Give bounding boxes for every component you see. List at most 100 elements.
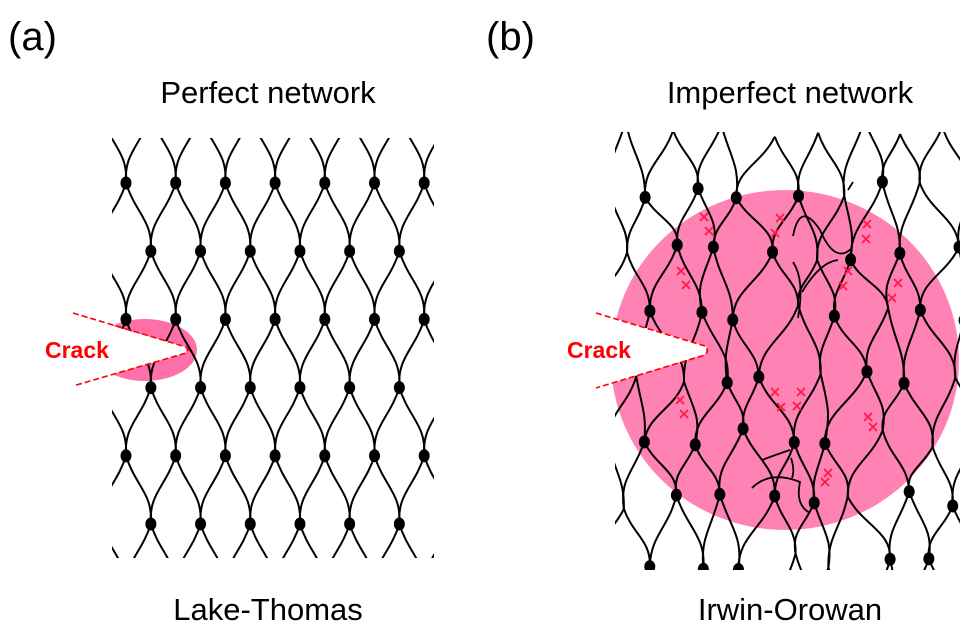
chain-segment: [199, 319, 227, 388]
chain-segment: [955, 553, 962, 626]
chain-segment: [249, 523, 269, 558]
crosslink-node: [269, 449, 281, 463]
chain-segment: [927, 505, 954, 559]
broken-bond-cross-icon: [792, 401, 802, 411]
chain-segment: [885, 559, 892, 570]
chain-segment: [474, 183, 499, 251]
chain-segment: [423, 319, 434, 344]
crosslink-node: [393, 517, 405, 531]
chain-segment: [274, 319, 302, 388]
chain-segment: [615, 132, 624, 154]
chain-segment: [199, 250, 227, 320]
chain-segment: [735, 136, 776, 198]
crosslink-node: [692, 182, 704, 196]
chain-segment: [112, 182, 127, 215]
crosslink-node: [903, 485, 915, 499]
chain-segment: [398, 182, 426, 252]
broken-bond-cross-icon: [820, 477, 830, 487]
crosslink-node: [639, 190, 651, 204]
chain-segment: [423, 280, 434, 320]
chain-segment: [927, 558, 936, 570]
chain-segment: [199, 182, 227, 252]
chain-segment: [249, 319, 277, 388]
crosslink-node: [244, 381, 256, 395]
chain-segment: [298, 182, 326, 252]
chain-segment: [889, 559, 894, 570]
broken-bond-cross-icon: [675, 395, 685, 405]
chain-segment: [259, 138, 277, 184]
chain-segment: [323, 387, 351, 456]
chain-segment: [76, 388, 101, 456]
broken-bond-cross-icon: [823, 468, 833, 478]
chain-segment: [868, 132, 885, 183]
chain-segment: [331, 523, 351, 558]
chain-segment: [449, 388, 474, 456]
chain-segment: [615, 251, 629, 278]
chain-segment: [323, 455, 351, 525]
chain-segment: [431, 552, 434, 558]
broken-bond-cross-icon: [893, 278, 903, 288]
chain-segment: [273, 138, 291, 184]
crosslink-node: [697, 562, 709, 570]
chain-segment: [423, 143, 434, 184]
broken-bond-cross-icon: [868, 422, 878, 432]
panel-a-label: (a): [8, 15, 57, 59]
broken-bond-cross-icon: [843, 266, 853, 276]
chain-segment: [174, 455, 202, 525]
chain-segment: [788, 553, 797, 570]
chain-segment: [323, 250, 351, 320]
crosslink-node: [923, 552, 935, 566]
chain-segment: [817, 132, 846, 196]
chain-segment: [124, 250, 152, 320]
chain-segment: [124, 387, 152, 456]
chain-segment: [796, 132, 820, 197]
chain-segment: [398, 523, 418, 558]
chain-segment: [449, 115, 474, 183]
crosslink-node: [732, 562, 744, 570]
chain-segment: [323, 138, 341, 184]
crosslink-node: [195, 381, 207, 395]
broken-bond-cross-icon: [775, 213, 785, 223]
chain-segment: [373, 250, 401, 320]
crosslink-node: [444, 518, 455, 531]
chain-segment: [112, 455, 127, 487]
crosslink-node: [219, 312, 231, 326]
chain-segment: [249, 182, 277, 252]
crack-outline: [595, 312, 709, 389]
chain-segment: [644, 132, 674, 198]
chain-segment: [348, 455, 376, 525]
chain-segment: [899, 133, 921, 183]
broken-bond-cross-icon: [770, 387, 780, 397]
panel-b-crack-label: Crack: [567, 337, 631, 363]
chain-segment: [273, 387, 301, 456]
broken-bond-cross-icon: [704, 226, 714, 236]
chain-segment: [323, 319, 351, 388]
chain-segment: [398, 455, 426, 525]
panel-a: (a) Perfect network Crack Lake-Thomas: [8, 15, 499, 627]
chain-segment: [794, 553, 803, 570]
chain-segment: [125, 182, 152, 252]
crosslink-node: [120, 449, 132, 463]
crosslink-node: [953, 240, 960, 254]
crosslink-node: [170, 312, 182, 326]
crosslink-node: [294, 244, 306, 258]
crosslink-node: [344, 517, 356, 531]
chain-segment: [174, 182, 202, 252]
chain-segment: [149, 455, 177, 525]
crosslink-node: [195, 517, 207, 531]
chain-segment: [474, 251, 499, 319]
chain-segment: [224, 319, 252, 388]
crosslink-node: [319, 312, 331, 326]
crosslink-node: [195, 244, 207, 258]
crosslink-node: [444, 245, 455, 258]
chain-segment: [174, 387, 202, 456]
chain-segment: [149, 387, 177, 456]
chain-segment: [182, 523, 202, 558]
chain-segment: [957, 221, 960, 248]
chain-segment: [209, 138, 227, 184]
broken-bond-cross-icon: [861, 234, 871, 244]
broken-bond-cross-icon: [796, 387, 806, 397]
chain-segment: [199, 455, 227, 525]
chain-segment: [112, 545, 120, 558]
